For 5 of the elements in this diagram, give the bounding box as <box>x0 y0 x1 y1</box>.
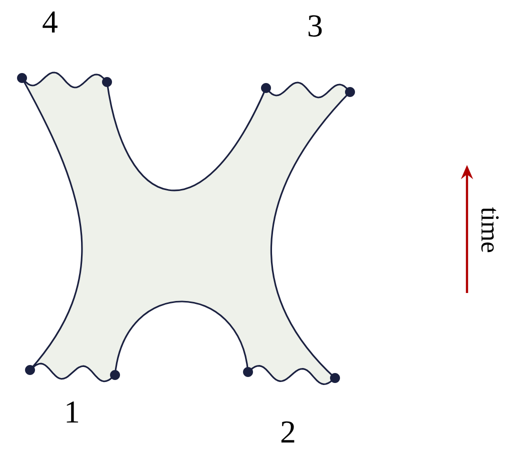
string-label: 2 <box>281 421 294 443</box>
string-label: 1 <box>66 401 78 423</box>
string-label: 3 <box>308 15 322 37</box>
string-label: 4 <box>42 12 58 32</box>
axis-label: time <box>481 207 499 252</box>
